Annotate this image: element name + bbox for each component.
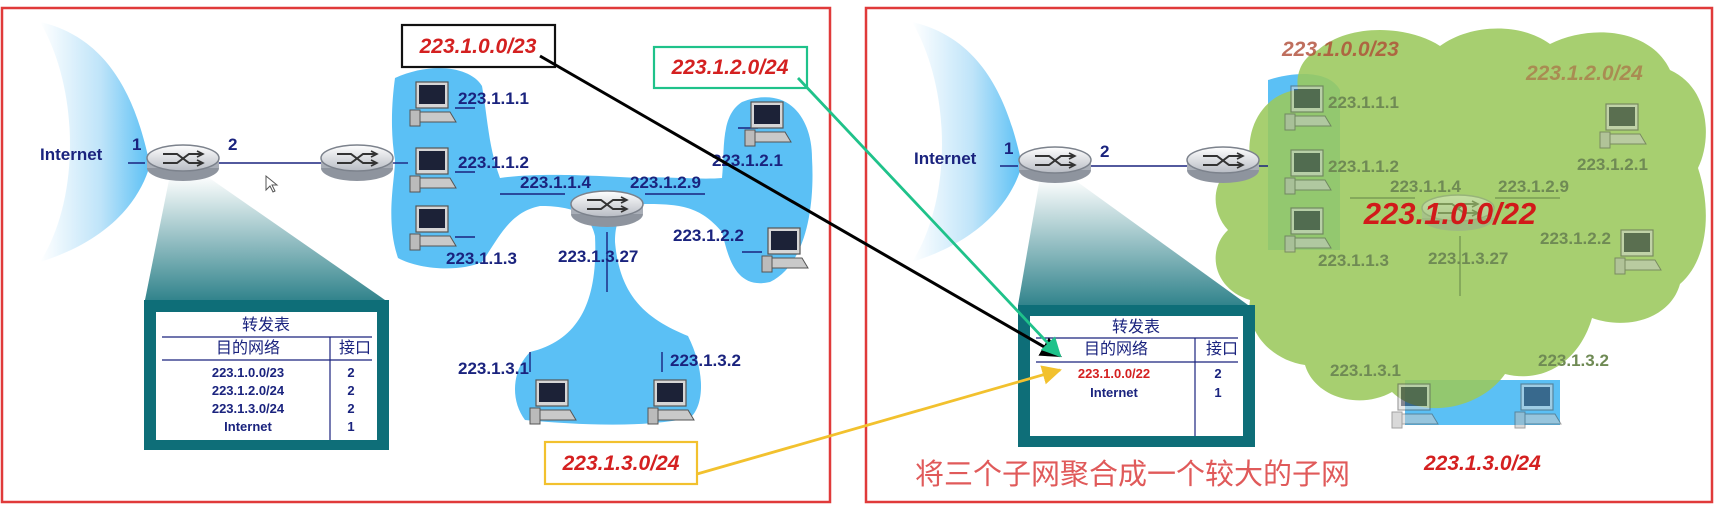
table-cell: 1 bbox=[1214, 385, 1221, 400]
router-internet-edge-right bbox=[1018, 146, 1092, 184]
host-label: 223.1.2.2 bbox=[1540, 229, 1611, 248]
host-label: 223.1.2.1 bbox=[1577, 155, 1648, 174]
table-title: 转发表 bbox=[1112, 317, 1160, 336]
host-label: 223.1.1.3 bbox=[1318, 251, 1389, 270]
subnet-label: 223.1.0.0/23 bbox=[1281, 38, 1399, 61]
table-cell: 223.1.0.0/22 bbox=[1078, 366, 1150, 381]
table-cell: 2 bbox=[1214, 366, 1221, 381]
host-label: 223.1.2.9 bbox=[1498, 177, 1569, 196]
subnet-label: 223.1.2.0/24 bbox=[671, 56, 789, 79]
port-1-label-right: 1 bbox=[1004, 139, 1013, 158]
host-label: 223.1.1.1 bbox=[1328, 93, 1399, 112]
right-panel: Internet 1 2 223.1.1.1 223.1.1.2 223 bbox=[864, 6, 1714, 504]
table-header-dest: 目的网络 bbox=[1084, 339, 1148, 358]
table-cell: 223.1.3.0/24 bbox=[212, 401, 285, 416]
host-label: 223.1.1.4 bbox=[520, 173, 591, 192]
table-header-port: 接口 bbox=[1206, 339, 1238, 358]
table-title: 转发表 bbox=[242, 315, 290, 334]
table-cell: 223.1.2.0/24 bbox=[212, 383, 285, 398]
host-label: 223.1.3.27 bbox=[558, 247, 638, 266]
table-header-dest: 目的网络 bbox=[216, 338, 280, 357]
table-cell: 2 bbox=[347, 401, 354, 416]
internet-cloud-right bbox=[912, 22, 1022, 262]
router-internet-edge-left bbox=[146, 144, 220, 182]
subnet-label-box-yellow bbox=[543, 440, 699, 486]
host-label: 223.1.3.1 bbox=[1330, 361, 1401, 380]
table-cell: 223.1.0.0/23 bbox=[212, 365, 284, 380]
subnet-label: 223.1.0.0/23 bbox=[419, 35, 537, 58]
table-cell: Internet bbox=[224, 419, 272, 434]
arrow-yellow-subnet3-to-table bbox=[696, 365, 1062, 476]
host-label: 223.1.1.2 bbox=[458, 153, 529, 172]
port-1-label-left: 1 bbox=[132, 135, 141, 154]
table-cell: 1 bbox=[347, 419, 354, 434]
router-core-left bbox=[570, 190, 644, 228]
host-label: 223.1.3.27 bbox=[1428, 249, 1508, 268]
table-cell: Internet bbox=[1090, 385, 1138, 400]
subnet-label-box-green bbox=[652, 45, 809, 90]
internet-cloud-left bbox=[40, 22, 150, 262]
port-2-label-right: 2 bbox=[1100, 142, 1109, 161]
mouse-cursor-icon bbox=[265, 174, 279, 193]
host-label: 223.1.1.4 bbox=[1390, 177, 1461, 196]
internet-label-right: Internet bbox=[914, 149, 977, 168]
table-header-port: 接口 bbox=[339, 338, 371, 357]
subnet-label: 223.1.3.0/24 bbox=[562, 452, 680, 475]
host-label: 223.1.2.2 bbox=[673, 226, 744, 245]
subnet-label-box-black bbox=[400, 23, 557, 69]
table-funnel-left bbox=[145, 175, 385, 300]
subnet-label: 223.1.3.0/24 bbox=[1423, 452, 1541, 475]
host-label: 223.1.1.3 bbox=[446, 249, 517, 268]
subnet-blob-left bbox=[391, 68, 813, 425]
table-funnel-right bbox=[1018, 178, 1248, 305]
arrow-black-subnet1-to-table bbox=[539, 54, 1062, 358]
host-label: 223.1.3.1 bbox=[458, 359, 529, 378]
internet-label-left: Internet bbox=[40, 145, 103, 164]
arrow-green-subnet2-to-table bbox=[796, 77, 1062, 358]
left-panel: Internet 1 2 223.1.1.1 223.1.1.2 223.1.1… bbox=[0, 6, 832, 504]
aggregation-note: 将三个子网聚合成一个较大的子网 bbox=[915, 457, 1350, 491]
table-cell: 2 bbox=[347, 383, 354, 398]
router-subnet1-right bbox=[1186, 146, 1260, 184]
host-label: 223.1.3.2 bbox=[1538, 351, 1609, 370]
host-label: 223.1.1.1 bbox=[458, 89, 529, 108]
host-label: 223.1.3.2 bbox=[670, 351, 741, 370]
port-2-label-left: 2 bbox=[228, 135, 237, 154]
host-label: 223.1.1.2 bbox=[1328, 157, 1399, 176]
table-cell: 2 bbox=[347, 365, 354, 380]
aggregate-subnet-label: 223.1.0.0/22 bbox=[1363, 196, 1536, 231]
subnet-label: 223.1.2.0/24 bbox=[1525, 62, 1643, 85]
host-label: 223.1.2.9 bbox=[630, 173, 701, 192]
router-subnet1-left bbox=[320, 144, 394, 182]
